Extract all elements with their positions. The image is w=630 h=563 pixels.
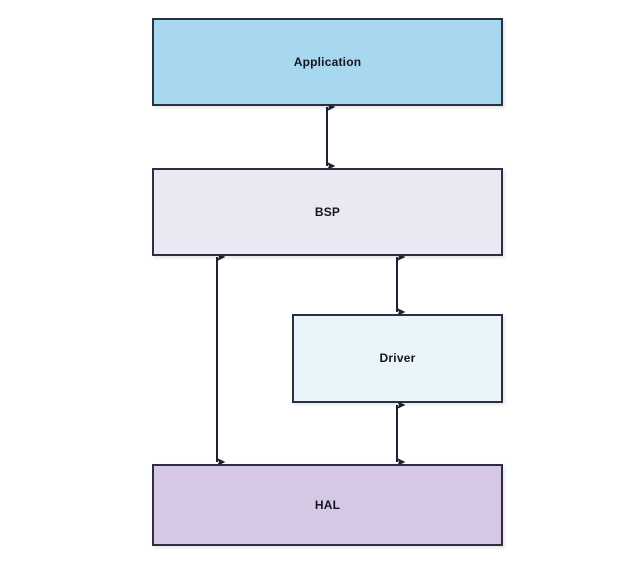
node-driver[interactable]: Driver [292, 314, 503, 403]
node-hal[interactable]: HAL [152, 464, 503, 546]
node-bsp-label: BSP [314, 204, 341, 219]
node-driver-label: Driver [379, 351, 416, 366]
node-hal-label: HAL [314, 497, 341, 512]
node-bsp[interactable]: BSP [152, 168, 503, 256]
node-application-label: Application [293, 54, 362, 69]
node-application[interactable]: Application [152, 18, 503, 106]
